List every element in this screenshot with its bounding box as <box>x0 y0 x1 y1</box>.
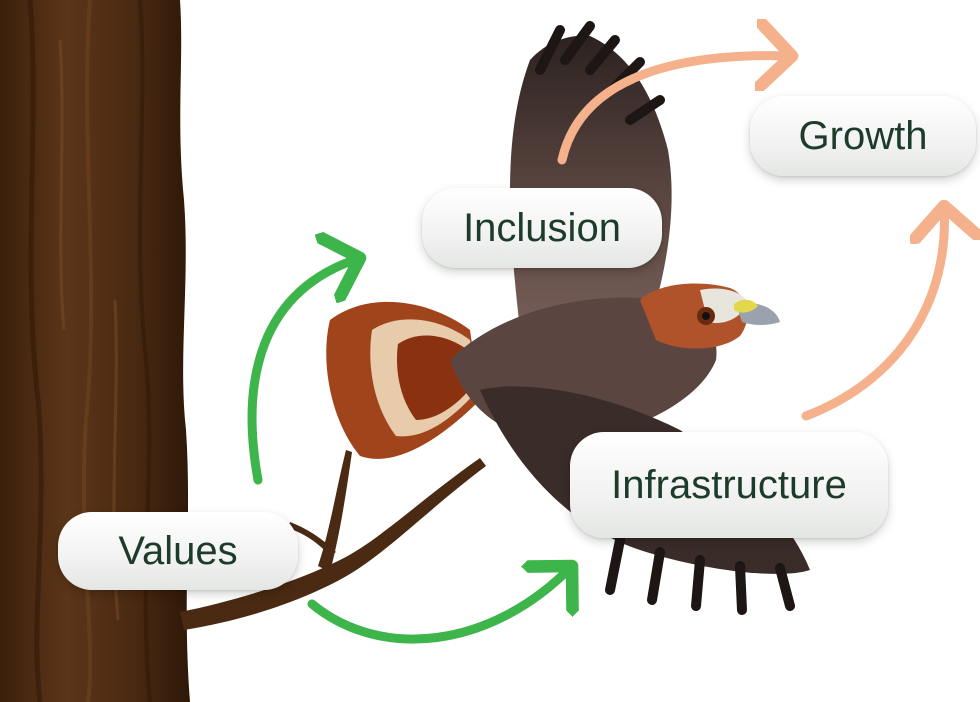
arrow-values-to-infrastructure <box>307 566 572 644</box>
arrow-infrastructure-to-growth <box>801 206 944 421</box>
node-values-label: Values <box>118 528 238 573</box>
hawk-illustration <box>326 21 810 615</box>
node-growth-label: Growth <box>798 113 928 158</box>
arrow-inclusion-to-growth <box>557 56 792 165</box>
node-values: Values <box>58 512 298 590</box>
diagram-arrows <box>247 56 944 644</box>
node-inclusion-label: Inclusion <box>463 205 621 250</box>
node-inclusion: Inclusion <box>422 188 662 268</box>
arrow-values-to-inclusion <box>247 258 360 485</box>
tree-branch-illustration <box>180 450 486 630</box>
node-infrastructure: Infrastructure <box>570 432 888 538</box>
node-growth: Growth <box>750 96 976 176</box>
tree-trunk-illustration <box>0 0 190 702</box>
node-infrastructure-label: Infrastructure <box>611 462 847 507</box>
